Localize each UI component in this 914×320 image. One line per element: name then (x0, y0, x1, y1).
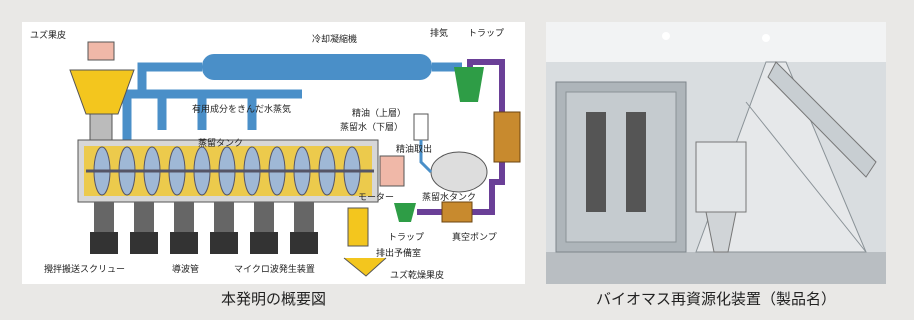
label-water-tank: 蒸留水タンク (422, 191, 476, 203)
motor (379, 155, 405, 187)
label-trap-top: トラップ (468, 28, 504, 39)
label-conduit: 導波管 (172, 263, 199, 275)
caption-overview: 本発明の概要図 (220, 290, 326, 308)
label-trap-bottom: トラップ (388, 232, 424, 243)
label-screw: 攪拌搬送スクリュー (44, 263, 125, 275)
overview-diagram: ユズ果皮 冷却凝縮機 排気 トラップ 有用成分をきんだ水蒸気 精油（上層） 蒸留… (30, 27, 521, 281)
label-motor: モーター (358, 192, 394, 203)
vacuum-pump-bottom (441, 201, 473, 223)
label-dried-peel: ユズ乾燥果皮 (390, 269, 444, 281)
overview-diagram-panel: ユズ果皮 冷却凝縮機 排気 トラップ 有用成分をきんだ水蒸気 精油（上層） 蒸留… (22, 22, 525, 284)
label-condenser: 冷却凝縮機 (312, 33, 357, 45)
trap-bottom (394, 203, 416, 222)
dried-peel-tray (343, 257, 387, 277)
label-distilled-water: 蒸留水（下層） (340, 121, 403, 133)
machine-photo-illustration (546, 22, 886, 284)
discharge-chamber (347, 207, 369, 247)
label-vacuum-pump: 真空ポンプ (452, 231, 497, 243)
product-photo (546, 22, 886, 284)
label-discharge: 排出予備室 (376, 247, 421, 259)
steam-pipes (122, 89, 302, 140)
trap-top (454, 67, 484, 102)
distilled-water-tank (430, 151, 488, 193)
vacuum-pump-right (493, 111, 521, 163)
label-microwave: マイクロ波発生装置 (234, 263, 315, 275)
label-yuzu-peel: ユズ果皮 (30, 29, 66, 41)
hopper (69, 69, 135, 115)
microwave-units (90, 202, 318, 254)
yuzu-peel-box (87, 41, 115, 61)
oil-separator (413, 113, 429, 141)
label-distill-tank: 蒸留タンク (198, 137, 243, 149)
label-exhaust: 排気 (430, 27, 448, 39)
condenser (202, 54, 432, 80)
label-oil-out: 精油取出 (396, 143, 432, 155)
label-vapor: 有用成分をきんだ水蒸気 (192, 103, 291, 115)
label-essential-oil: 精油（上層） (352, 107, 406, 119)
caption-product: バイオマス再資源化装置（製品名） (595, 290, 836, 308)
